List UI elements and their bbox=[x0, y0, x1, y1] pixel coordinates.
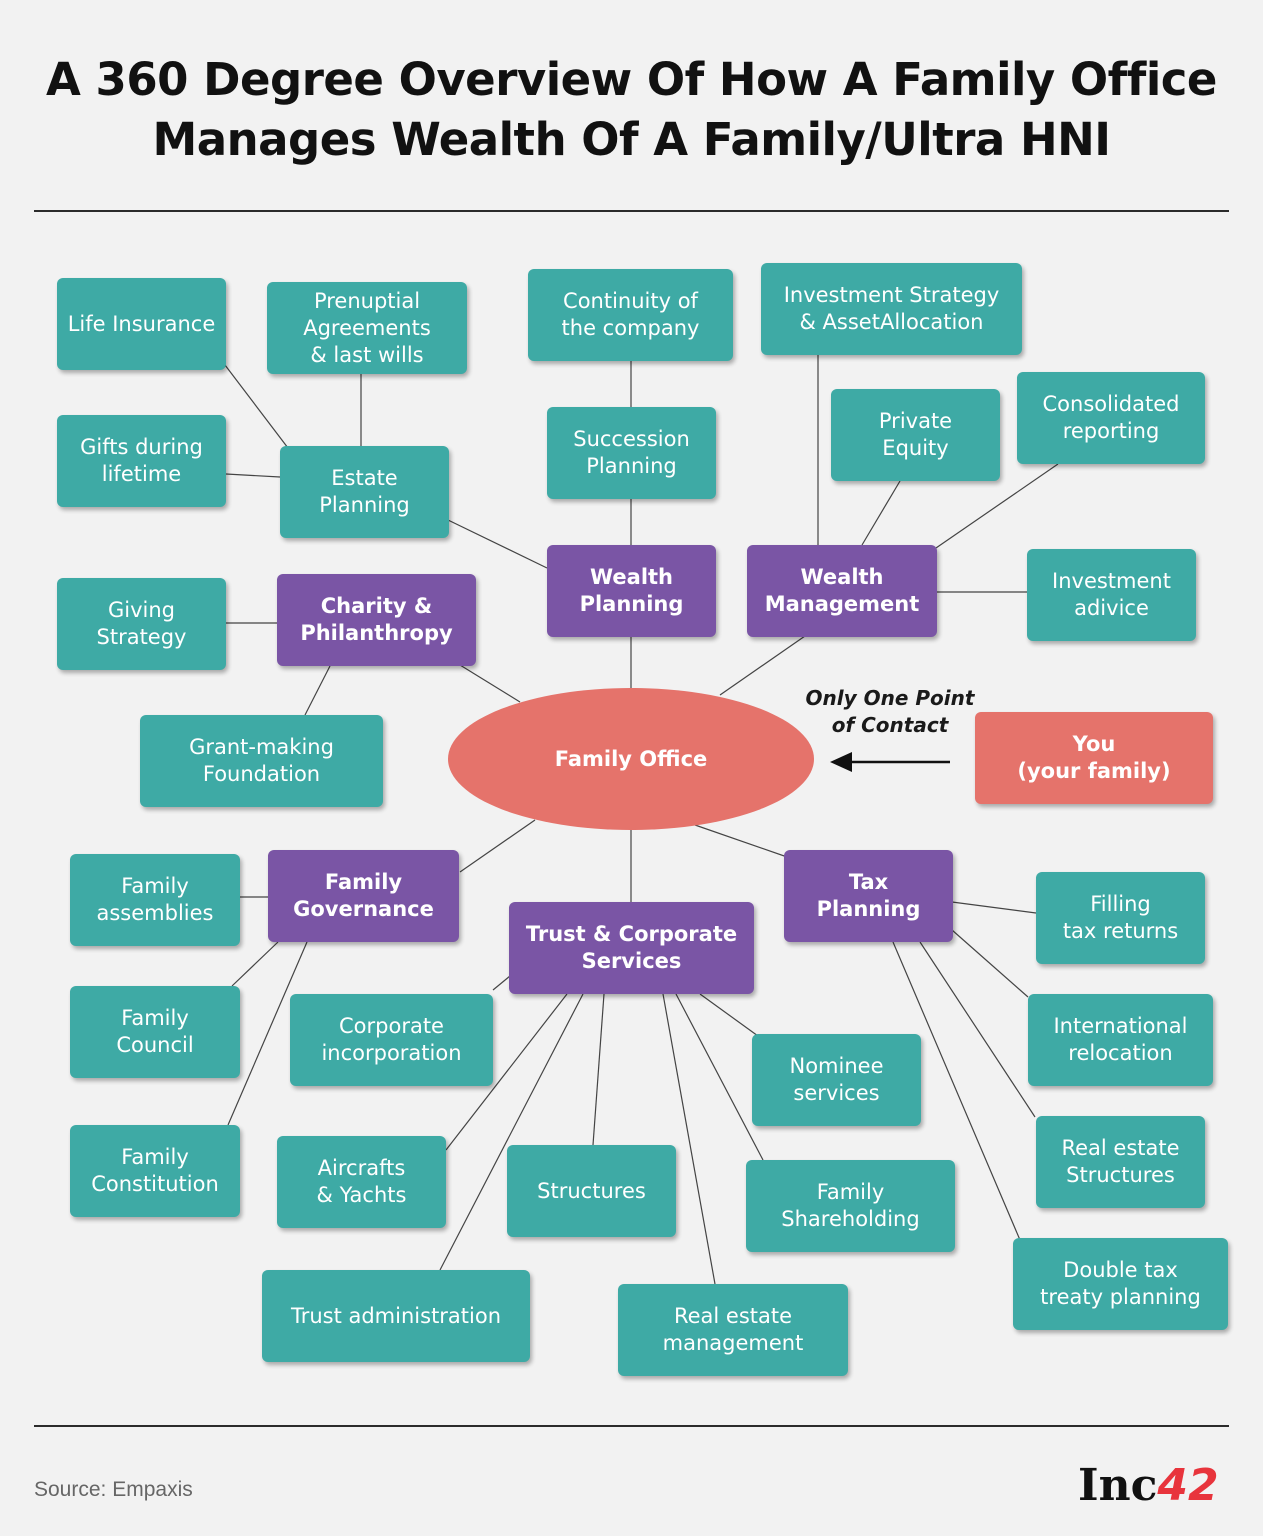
leaf-prenuptial-agreements: Prenuptial Agreements & last wills bbox=[267, 282, 467, 374]
hub-wealth-planning: Wealth Planning bbox=[547, 545, 716, 637]
leaf-private-equity: Private Equity bbox=[831, 389, 1000, 481]
link-charity-grant bbox=[304, 665, 331, 716]
leaf-corporate-incorporation: Corporate incorporation bbox=[290, 994, 493, 1086]
link-wp-estate bbox=[447, 519, 548, 569]
link-trust-nominee bbox=[699, 993, 759, 1037]
leaf-family-assemblies: Family assemblies bbox=[70, 854, 240, 946]
leaf-investment-strategy: Investment Strategy & AssetAllocation bbox=[761, 263, 1022, 355]
hub-trust-corporate-services: Trust & Corporate Services bbox=[509, 902, 754, 994]
bottom-divider bbox=[34, 1425, 1229, 1427]
hub-wealth-management: Wealth Management bbox=[747, 545, 937, 637]
leaf-family-council: Family Council bbox=[70, 986, 240, 1078]
leaf-investment-advice: Investment adivice bbox=[1027, 549, 1196, 641]
link-fo-charity bbox=[459, 664, 521, 703]
logo-accent: 42 bbox=[1157, 1460, 1219, 1511]
leaf-succession-planning: Succession Planning bbox=[547, 407, 716, 499]
link-trust-shareholding bbox=[675, 993, 764, 1161]
link-fo-wealth-management bbox=[719, 635, 806, 696]
leaf-filling-tax-returns: Filling tax returns bbox=[1036, 872, 1205, 964]
arrow-left-icon bbox=[830, 752, 950, 772]
contact-label: Only One Point of Contact bbox=[805, 686, 975, 737]
link-trust-realestate bbox=[662, 993, 716, 1285]
leaf-family-constitution: Family Constitution bbox=[70, 1125, 240, 1217]
leaf-grant-making-foundation: Grant-making Foundation bbox=[140, 715, 383, 807]
leaf-continuity-of-company: Continuity of the company bbox=[528, 269, 733, 361]
hub-charity-philanthropy: Charity & Philanthropy bbox=[277, 574, 476, 666]
page-title: A 360 Degree Overview Of How A Family Of… bbox=[46, 53, 1217, 166]
top-divider bbox=[34, 210, 1229, 212]
leaf-nominee-services: Nominee services bbox=[752, 1034, 921, 1126]
link-wm-private-equity bbox=[861, 480, 901, 546]
leaf-real-estate-structures: Real estate Structures bbox=[1036, 1116, 1205, 1208]
link-fo-tax bbox=[694, 824, 791, 859]
leaf-aircrafts-yachts: Aircrafts & Yachts bbox=[277, 1136, 446, 1228]
leaf-international-relocation: International relocation bbox=[1028, 994, 1213, 1086]
link-tax-filling bbox=[951, 901, 1037, 914]
link-estate-gifts bbox=[225, 473, 281, 478]
link-fg-council bbox=[231, 941, 279, 987]
leaf-real-estate-management: Real estate management bbox=[618, 1284, 848, 1376]
family-office-node: Family Office bbox=[448, 688, 814, 830]
hub-family-governance: Family Governance bbox=[268, 850, 459, 942]
link-tax-international bbox=[951, 929, 1029, 998]
link-trust-structures bbox=[592, 993, 605, 1146]
leaf-family-shareholding: Family Shareholding bbox=[746, 1160, 955, 1252]
leaf-estate-planning: Estate Planning bbox=[280, 446, 449, 538]
link-wm-consolidated bbox=[935, 463, 1059, 549]
you-node: You (your family) bbox=[975, 712, 1213, 804]
leaf-gifts-during-lifetime: Gifts during lifetime bbox=[57, 415, 226, 507]
link-tax-realestate bbox=[919, 941, 1036, 1118]
link-trust-aircrafts bbox=[445, 993, 568, 1151]
logo-text: Inc bbox=[1078, 1460, 1158, 1511]
source-credit: Source: Empaxis bbox=[34, 1478, 193, 1501]
leaf-giving-strategy: Giving Strategy bbox=[57, 578, 226, 670]
leaf-consolidated-reporting: Consolidated reporting bbox=[1017, 372, 1205, 464]
link-tax-double bbox=[892, 941, 1021, 1241]
leaf-life-insurance: Life Insurance bbox=[57, 278, 226, 370]
inc42-logo: Inc42 bbox=[1078, 1460, 1230, 1512]
link-trust-admin bbox=[439, 993, 584, 1271]
link-fg-constitution bbox=[227, 941, 308, 1126]
link-trust-corporate bbox=[492, 975, 511, 991]
link-estate-life bbox=[224, 364, 289, 449]
leaf-double-tax-treaty: Double tax treaty planning bbox=[1013, 1238, 1228, 1330]
leaf-structures: Structures bbox=[507, 1145, 676, 1237]
hub-tax-planning: Tax Planning bbox=[784, 850, 953, 942]
leaf-trust-administration: Trust administration bbox=[262, 1270, 530, 1362]
link-fo-family-governance bbox=[459, 819, 536, 873]
